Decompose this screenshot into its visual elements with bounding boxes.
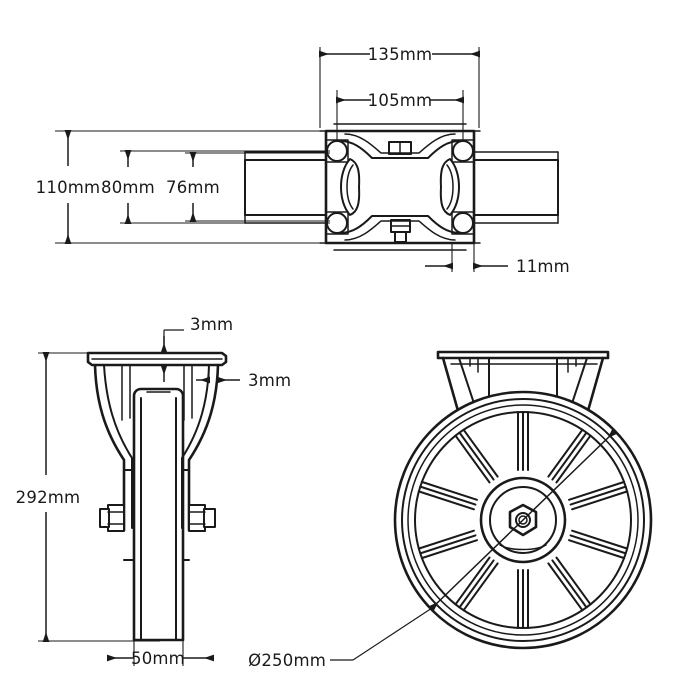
dimension-3mm-wall: 3mm	[196, 368, 291, 390]
dimension-135mm: 135mm	[319, 45, 480, 128]
side-view-geometry	[86, 351, 228, 642]
dimension-label-76mm: 76mm	[166, 178, 220, 197]
dimension-label-3mm-wall: 3mm	[248, 371, 291, 390]
dimension-label-11mm: 11mm	[516, 257, 570, 276]
top-view-crescent-ribs	[340, 158, 460, 216]
side-view-dimensions: 292mm 50mm 3mm	[16, 315, 291, 668]
side-view-wheel-body	[132, 387, 185, 642]
dimension-11mm: 11mm	[425, 238, 570, 276]
dimension-label-80mm: 80mm	[101, 178, 155, 197]
side-view-top-plate	[86, 351, 228, 367]
dimension-label-50mm: 50mm	[131, 649, 185, 668]
dimension-76mm: 76mm	[166, 152, 330, 222]
dimension-label-105mm: 105mm	[368, 91, 433, 110]
dimension-label-110mm: 110mm	[36, 178, 101, 197]
dimension-50mm: 50mm	[107, 641, 214, 668]
dimension-80mm: 80mm	[101, 150, 330, 224]
top-view-left-arm	[244, 151, 326, 224]
dimension-110mm: 110mm	[36, 130, 324, 244]
dimension-105mm: 105mm	[336, 90, 464, 140]
dimension-label-diameter-250mm: Ø250mm	[248, 651, 326, 670]
top-view-dimensions: 135mm 105mm 110mm	[36, 45, 570, 276]
side-view-axle-bolts	[99, 504, 216, 532]
dimension-label-135mm: 135mm	[368, 45, 433, 64]
top-view-right-arm	[474, 151, 559, 224]
dimension-diameter-250mm: Ø250mm	[248, 428, 618, 670]
front-view-top-plate	[436, 350, 610, 360]
dimension-label-3mm-plate: 3mm	[190, 315, 233, 334]
side-view-hub-plates	[123, 469, 190, 561]
front-view-geometry	[393, 350, 653, 650]
top-view-center-bolt	[388, 141, 412, 243]
dimension-label-292mm: 292mm	[16, 488, 81, 507]
top-view-bolt-holes	[326, 140, 474, 234]
dimension-3mm-plate: 3mm	[160, 315, 233, 382]
dimension-292mm: 292mm	[16, 352, 160, 642]
top-view-geometry	[244, 123, 559, 251]
